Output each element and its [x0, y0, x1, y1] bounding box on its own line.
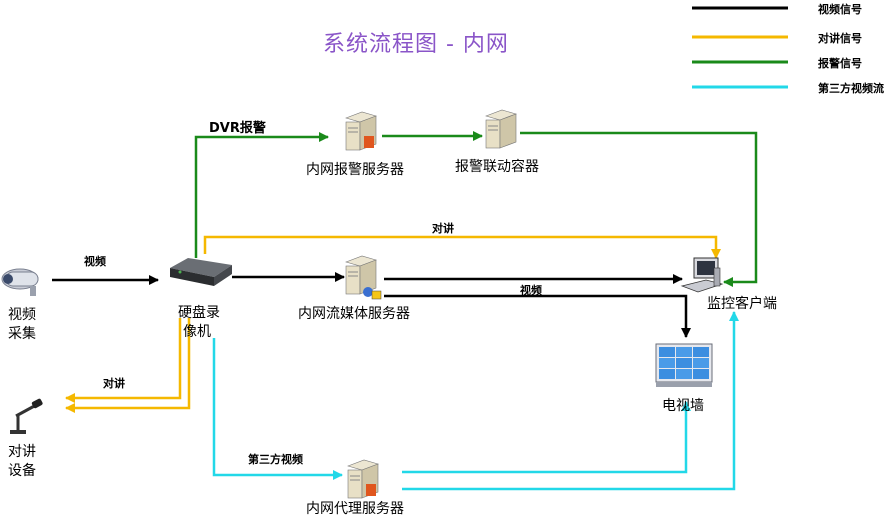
- node-label-media-server: 内网流媒体服务器: [298, 306, 410, 322]
- edge-label-camera-video: 视频: [84, 255, 106, 268]
- edge-media-wall: [384, 294, 691, 338]
- video-wall-icon: [655, 343, 713, 387]
- thirdparty-lines: [212, 311, 739, 491]
- diagram-title: 系统流程图 - 内网: [323, 32, 509, 57]
- video-lines: [52, 272, 691, 338]
- edge-label-thirdparty: 第三方视频: [248, 453, 303, 466]
- legend-label-intercom: 对讲信号: [818, 32, 862, 45]
- dvr-icon: [170, 258, 232, 286]
- edge-proxy-wall: [402, 401, 691, 474]
- proxy-server-icon: [347, 459, 379, 499]
- edge-label-intercom-left: 对讲: [103, 377, 125, 390]
- edge-intercom-top: [203, 235, 721, 259]
- media-server-icon: [345, 255, 382, 300]
- node-label-dvr-1: 硬盘录: [178, 305, 220, 321]
- computer-icon: [680, 257, 724, 293]
- legend: [692, 6, 788, 89]
- edge-linker-client: [520, 131, 758, 287]
- edge-proxy-client: [402, 311, 739, 491]
- node-label-camera-1: 视频: [8, 307, 36, 323]
- node-label-intercom-1: 对讲: [8, 444, 36, 460]
- edge-dvr-alarm: [194, 132, 329, 258]
- node-label-dvr-2: 像机: [183, 324, 211, 340]
- legend-label-video: 视频信号: [818, 3, 862, 16]
- edge-label-dvr-alarm: DVR报警: [209, 121, 266, 136]
- node-label-video-wall: 电视墙: [662, 398, 704, 414]
- node-label-alarm-linker: 报警联动容器: [455, 159, 539, 175]
- alarm-linker-icon: [485, 109, 517, 149]
- node-label-camera-2: 采集: [8, 326, 36, 342]
- legend-label-thirdparty: 第三方视频流: [818, 82, 884, 95]
- alarm-server-icon: [345, 111, 377, 151]
- edge-dvr-proxy: [212, 338, 343, 480]
- node-label-intercom-2: 设备: [8, 463, 36, 479]
- camera-icon: [1, 268, 39, 296]
- edge-label-media-video: 视频: [520, 284, 542, 297]
- edge-intercom-left-a: [65, 318, 182, 403]
- node-label-proxy-server: 内网代理服务器: [306, 501, 404, 517]
- intercom-lines: [65, 235, 721, 413]
- edge-intercom-left-b: [65, 318, 191, 413]
- alarm-lines: [194, 131, 758, 287]
- microphone-icon: [10, 398, 43, 434]
- node-label-client: 监控客户端: [707, 296, 777, 312]
- edge-label-intercom-top: 对讲: [432, 222, 454, 235]
- node-label-alarm-server: 内网报警服务器: [306, 162, 404, 178]
- legend-label-alarm: 报警信号: [818, 57, 862, 70]
